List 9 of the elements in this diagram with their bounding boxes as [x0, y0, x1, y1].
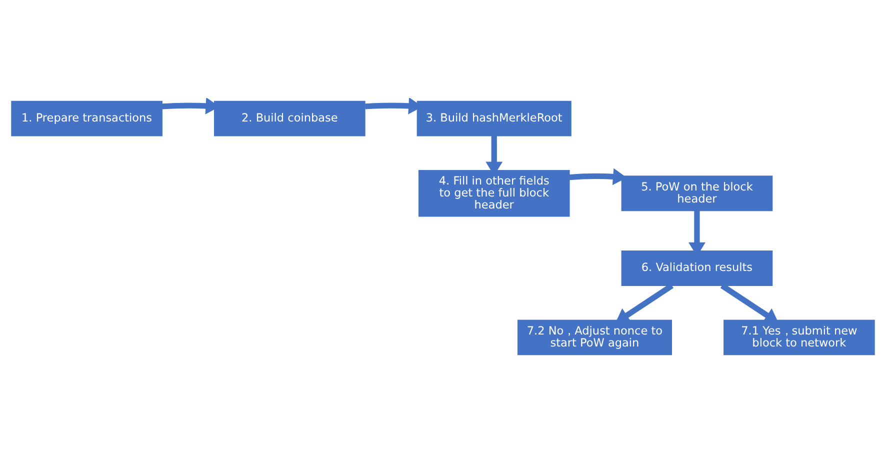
node-box: 6. Validation results: [621, 250, 773, 286]
node-box: 7.2 No，Adjust nonce to start PoW again: [517, 319, 672, 355]
node-box: 5. PoW on the block header: [621, 175, 773, 211]
node-box: 1. Prepare transactions: [11, 100, 162, 136]
node-box: 7.1 Yes，submit new block to network: [724, 319, 875, 355]
node-box: 3. Build hashMerkleRoot: [416, 100, 572, 136]
arrow: [569, 168, 627, 185]
node-box: 4. Fill in other fields to get the full block header: [418, 170, 570, 216]
node-box: 2. Build coinbase: [214, 100, 366, 136]
